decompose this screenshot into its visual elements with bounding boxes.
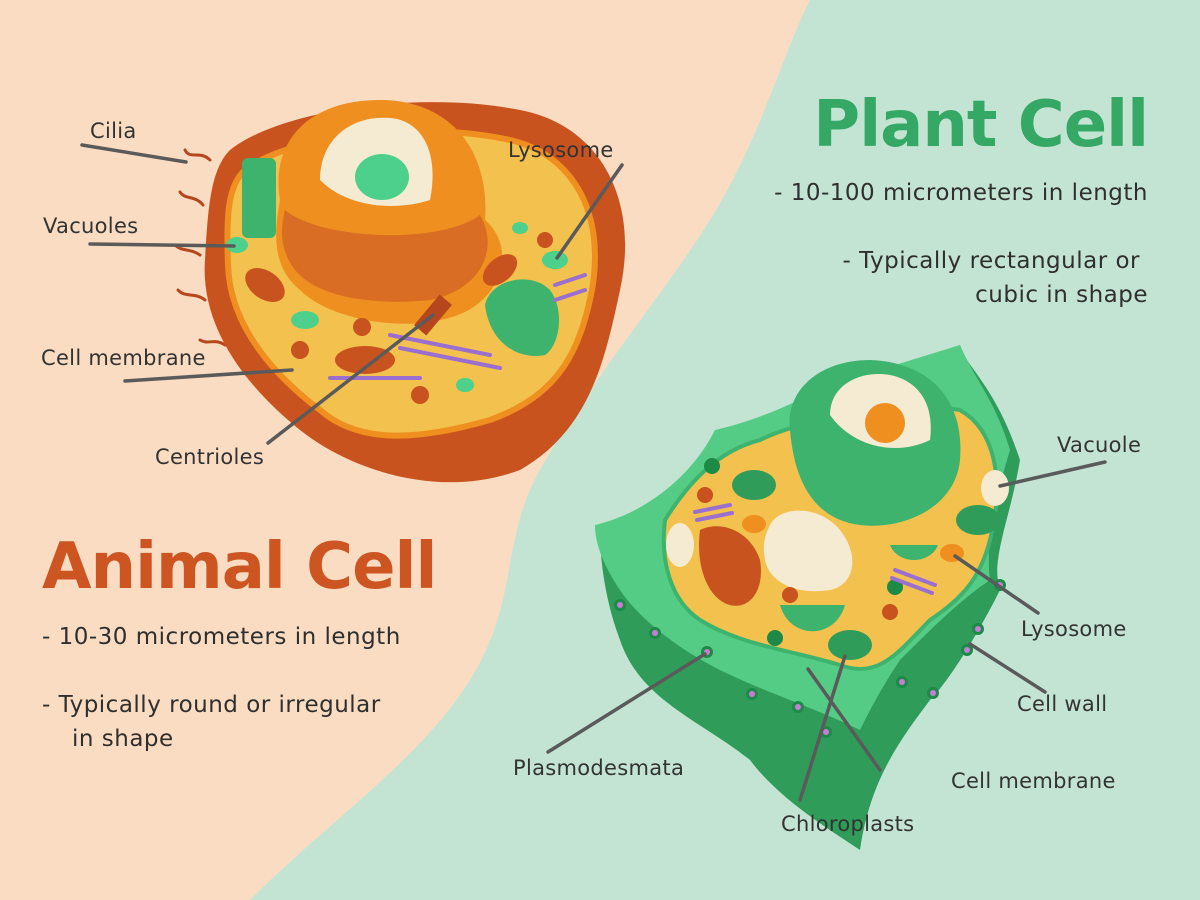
animal-organelle xyxy=(353,318,371,336)
chloroplast xyxy=(828,630,872,660)
leader-lines xyxy=(80,143,1107,802)
leader-lysosome-plant xyxy=(953,554,1040,615)
label-plasmodesmata: Plasmodesmata xyxy=(513,756,685,780)
animal-mitochondrion xyxy=(482,254,518,286)
animal-organelle xyxy=(411,386,429,404)
leader-cell-membrane-plant xyxy=(806,667,882,772)
leader-centrioles xyxy=(266,313,435,445)
label-chloroplasts: Chloroplasts xyxy=(781,812,915,836)
label-cilia: Cilia xyxy=(90,119,137,143)
plant-organelle xyxy=(742,515,766,533)
lysosome xyxy=(542,251,568,269)
label-lysosome-plant: Lysosome xyxy=(1021,617,1127,641)
animal-cell-illustration xyxy=(173,100,626,483)
plant-organelle xyxy=(767,630,783,646)
label-cell-membrane-plant: Cell membrane xyxy=(951,769,1116,793)
leader-vacuoles xyxy=(88,242,236,248)
label-cell-wall: Cell wall xyxy=(1017,692,1108,716)
label-cell-membrane-animal: Cell membrane xyxy=(41,346,206,370)
animal-organelle xyxy=(537,232,553,248)
vacuole xyxy=(981,470,1009,506)
label-vacuoles: Vacuoles xyxy=(43,214,139,238)
label-centrioles: Centrioles xyxy=(155,445,265,469)
leader-vacuole-plant xyxy=(998,460,1107,488)
plant-cell-title: Plant Cell xyxy=(813,88,1149,162)
chloroplast xyxy=(956,505,1000,535)
plant-central-vacuole xyxy=(763,510,853,592)
label-lysosome-animal: Lysosome xyxy=(508,138,614,162)
plant-fact-size: - 10-100 micrometers in length xyxy=(774,180,1148,206)
plant-organelle xyxy=(782,587,798,603)
animal-green-organelle xyxy=(456,378,474,392)
leader-plasmodesmata xyxy=(546,652,707,754)
animal-green-organelle xyxy=(512,222,528,234)
plant-organelle xyxy=(697,487,713,503)
animal-cell-title: Animal Cell xyxy=(42,530,437,604)
plant-cell-illustration xyxy=(595,345,1020,850)
plant-mitochondrion xyxy=(780,605,845,632)
cilia xyxy=(173,148,227,347)
animal-fact-size: - 10-30 micrometers in length xyxy=(42,624,401,650)
leader-cell-membrane-animal xyxy=(123,368,294,383)
animal-organelle xyxy=(291,341,309,359)
animal-green-organelle xyxy=(242,158,276,238)
animal-green-organelle xyxy=(291,311,319,329)
animal-nucleolus xyxy=(355,154,409,200)
animal-mitochondrion xyxy=(335,346,395,374)
leader-cilia xyxy=(80,143,188,164)
animal-fact-shape-continued: in shape xyxy=(72,726,174,752)
label-vacuole-plant: Vacuole xyxy=(1057,433,1142,457)
animal-mitochondrion xyxy=(245,267,285,303)
animal-golgi xyxy=(485,279,560,356)
leader-lysosome-animal xyxy=(555,163,624,260)
plant-vacuole-small xyxy=(666,523,694,567)
plant-er-lines xyxy=(693,503,937,595)
plant-fact-shape: - Typically rectangular or xyxy=(842,248,1140,274)
leader-chloroplasts xyxy=(798,654,847,802)
leader-cell-wall xyxy=(968,642,1047,694)
plant-nucleolus xyxy=(865,403,905,443)
plant-fact-shape-continued: cubic in shape xyxy=(975,282,1148,308)
chloroplast xyxy=(732,470,776,500)
plant-golgi xyxy=(699,526,761,606)
plant-organelle xyxy=(882,604,898,620)
animal-fact-shape: - Typically round or irregular xyxy=(42,692,381,718)
vacuole xyxy=(226,237,248,253)
plant-organelle xyxy=(704,458,720,474)
animal-er-lines xyxy=(328,273,587,380)
plant-organelle xyxy=(887,579,903,595)
animal-nucleus-rough-er xyxy=(282,210,488,302)
plant-mitochondrion xyxy=(890,545,938,560)
